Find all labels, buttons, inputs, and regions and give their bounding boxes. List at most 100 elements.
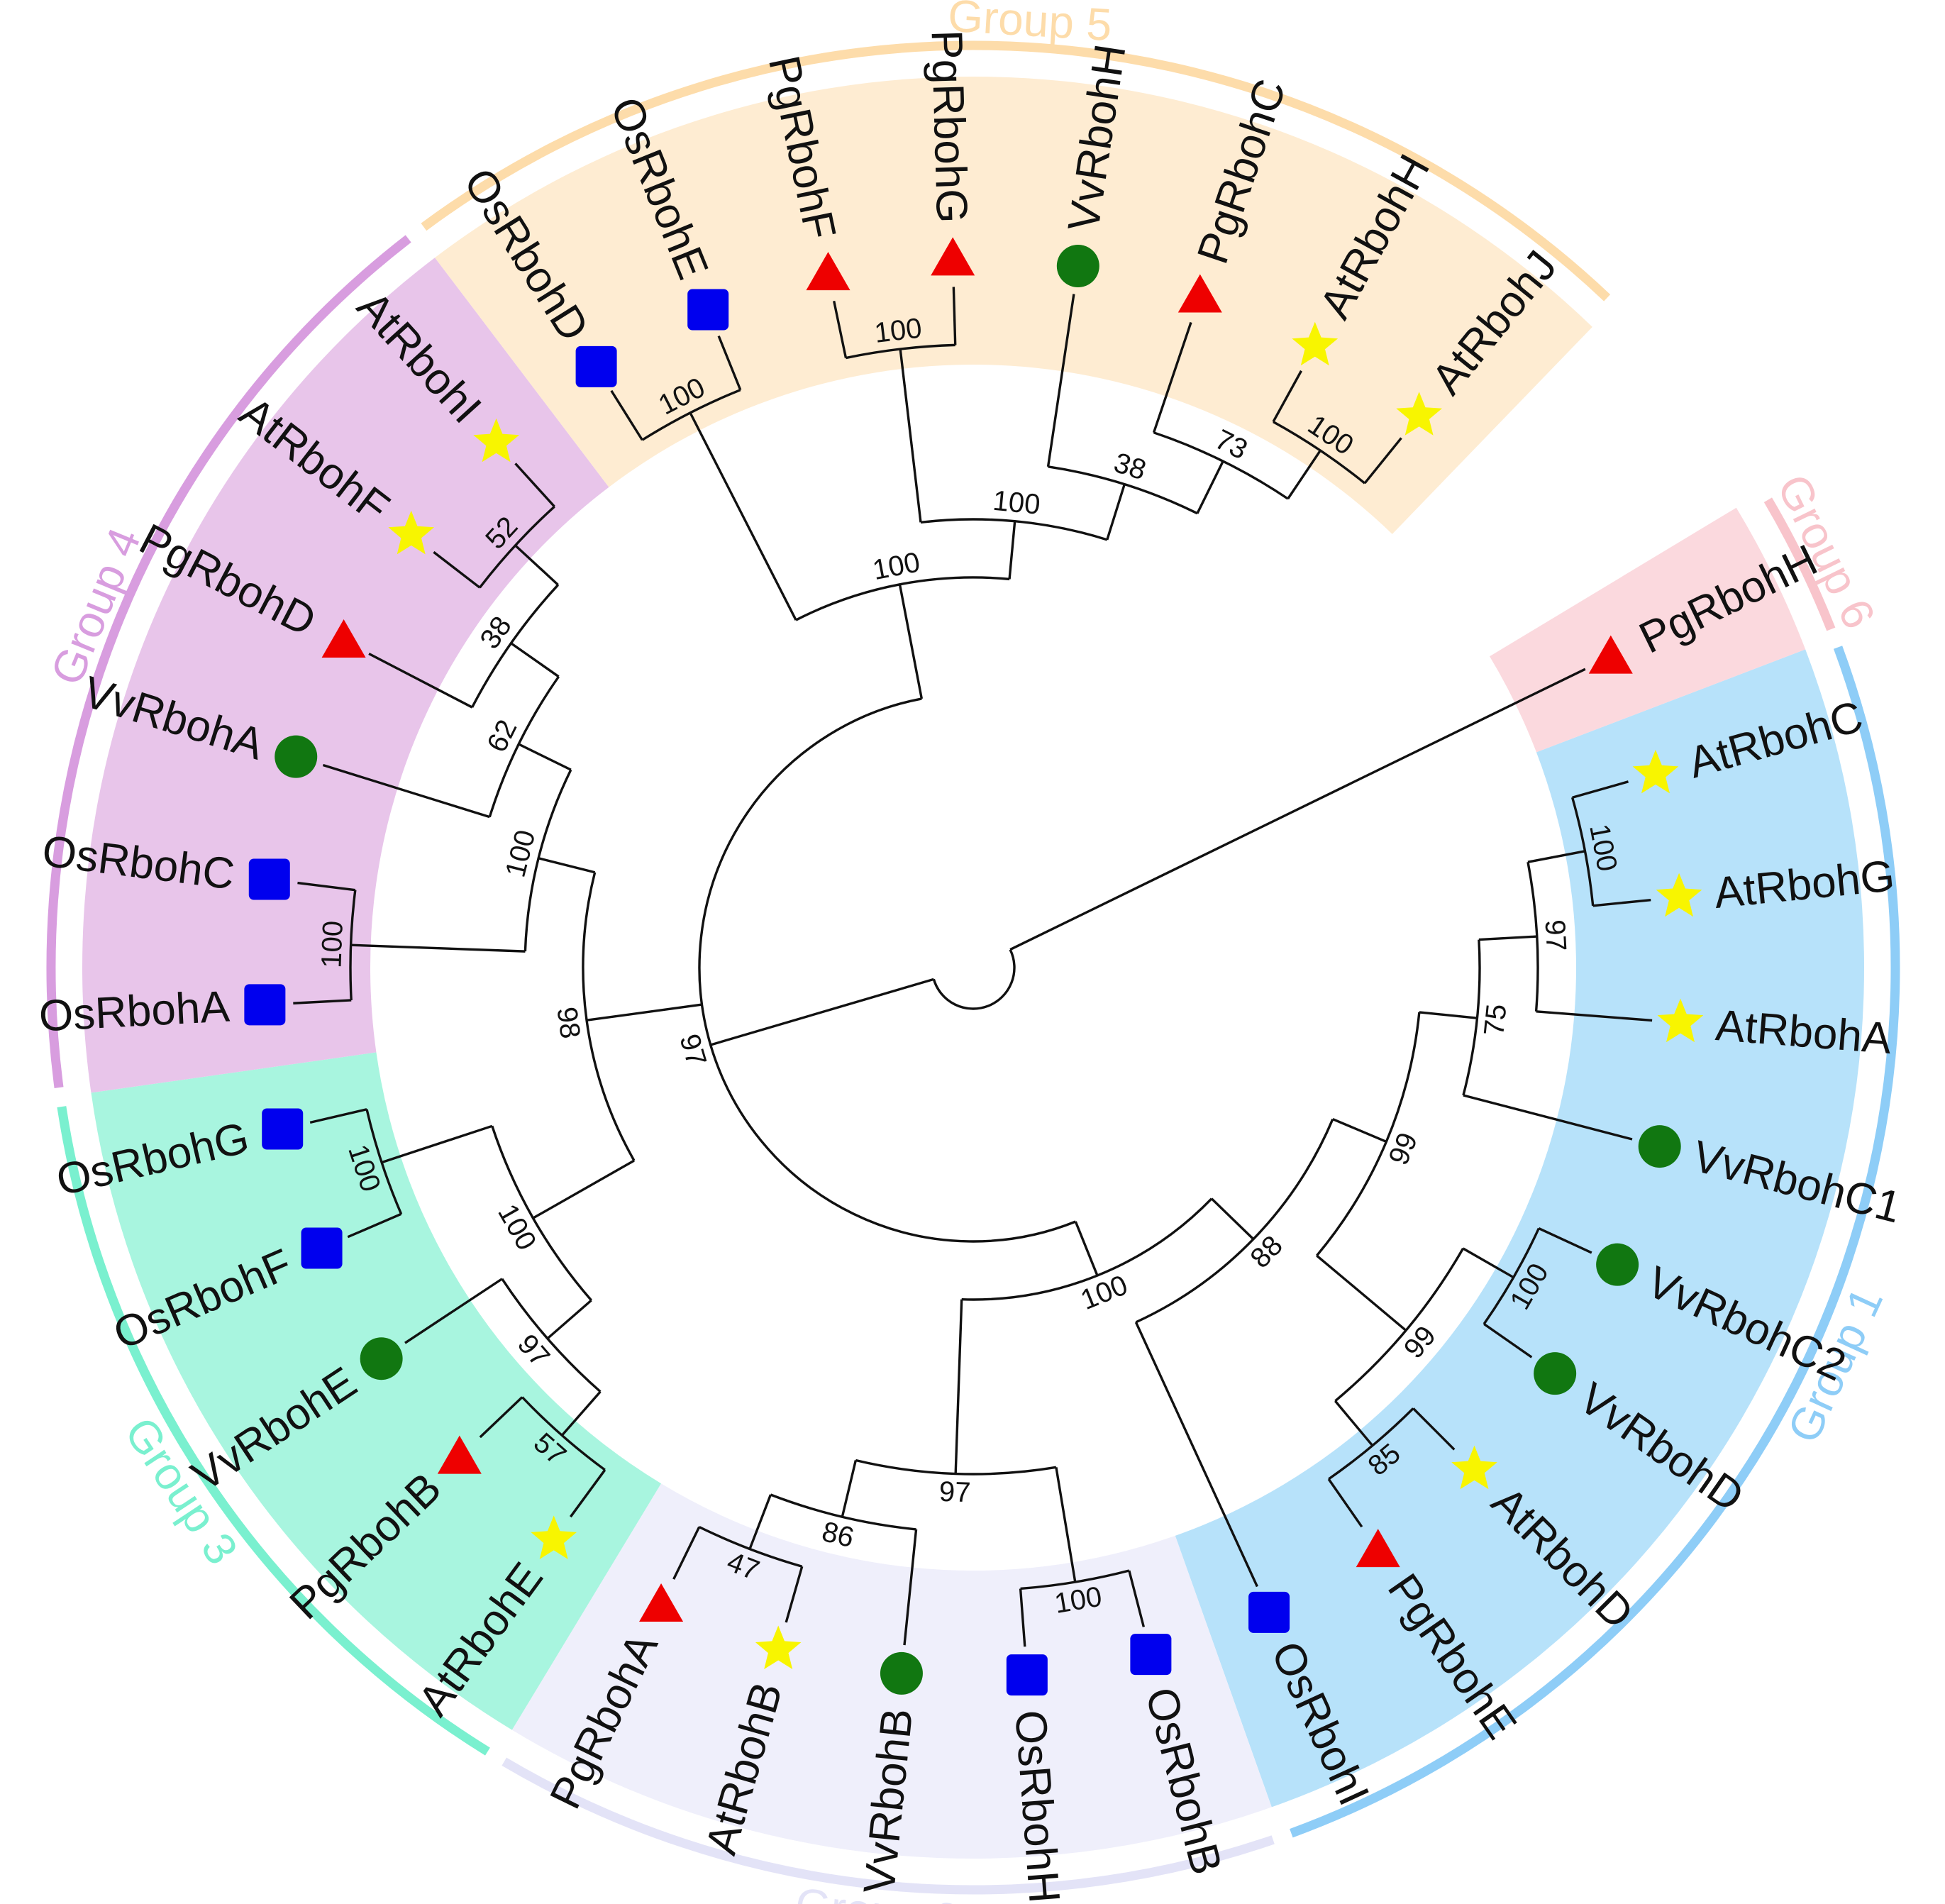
marker-triangle-pg: [931, 237, 975, 276]
branch-line: [532, 1159, 635, 1219]
branch-line: [560, 1390, 602, 1437]
branch-arc: [349, 890, 357, 1001]
marker-triangle-pg: [437, 1435, 482, 1474]
marker-circle-vv: [1596, 1243, 1639, 1286]
branch-line: [297, 881, 356, 892]
branch-arc: [1048, 465, 1198, 515]
bootstrap-value: 100: [870, 546, 923, 586]
branch-arc: [488, 675, 560, 818]
bootstrap-value: 73: [1210, 424, 1252, 465]
branch-arc: [501, 1278, 602, 1393]
marker-triangle-pg: [321, 619, 366, 658]
bootstrap-value: 38: [1110, 447, 1150, 486]
branch-line: [954, 1299, 963, 1474]
branch-line: [1074, 1221, 1099, 1276]
branch-arc: [1570, 797, 1595, 906]
branch-arc: [920, 518, 1108, 541]
marker-triangle-pg: [639, 1583, 684, 1622]
arc-group-2: [502, 1757, 1275, 1895]
branch-line: [322, 763, 490, 819]
branch-line: [1134, 1322, 1258, 1588]
branch-line: [1019, 1588, 1026, 1647]
branch-arc: [479, 505, 555, 589]
leaf-label-osrboha: OsRbohA: [38, 982, 231, 1041]
branch-arc: [1334, 1248, 1465, 1402]
branch-arc: [961, 1197, 1213, 1301]
branch-line: [1572, 780, 1629, 799]
branch-arc: [1328, 1407, 1414, 1480]
branch-arc: [365, 1109, 403, 1214]
tree-branches: [293, 287, 1653, 1647]
marker-star-at: [1451, 1445, 1497, 1490]
species-markers: [244, 237, 1704, 1696]
sector-group-4: [82, 258, 609, 1093]
branch-line: [1272, 370, 1302, 423]
branch-arc: [846, 343, 955, 360]
branch-arc: [491, 1125, 592, 1302]
branch-arc: [698, 1525, 803, 1568]
branch-line: [1008, 521, 1016, 580]
marker-square-os: [301, 1227, 343, 1269]
bootstrap-value: 100: [316, 920, 348, 968]
branch-line: [710, 978, 934, 1046]
branch-line: [1478, 935, 1537, 941]
branch-line: [1538, 1227, 1592, 1254]
marker-square-os: [248, 858, 290, 900]
marker-star-at: [1657, 998, 1704, 1043]
bootstrap-value: 98: [550, 1005, 586, 1041]
marker-square-os: [575, 345, 617, 387]
marker-square-os: [687, 289, 729, 331]
bootstrap-value: 62: [481, 715, 523, 757]
branch-line: [514, 463, 555, 508]
sector-group-5: [435, 77, 1592, 534]
branch-arc: [855, 1459, 1057, 1476]
branch-line: [785, 1566, 804, 1623]
branch-line: [1327, 1478, 1363, 1528]
sector-group-3: [91, 1052, 661, 1730]
branch-arc: [471, 584, 560, 708]
marker-triangle-pg: [1177, 274, 1222, 313]
branch-line: [672, 1526, 701, 1580]
branch-line: [309, 1108, 367, 1124]
branch-line: [347, 1212, 402, 1239]
branch-arc: [1135, 1118, 1334, 1324]
branch-line: [903, 1529, 918, 1646]
branch-line: [833, 300, 848, 358]
branch-arc: [1483, 1227, 1540, 1325]
marker-square-os: [1248, 1591, 1290, 1633]
branch-arc: [641, 389, 741, 441]
branch-line: [293, 999, 352, 1004]
bootstrap-value: 100: [492, 1199, 542, 1256]
branch-arc: [795, 576, 1010, 621]
marker-circle-vv: [360, 1337, 403, 1380]
leaf-label-pgrbohg: PgRbohG: [921, 29, 976, 223]
marker-star-at: [1396, 392, 1442, 436]
branch-arc: [770, 1493, 916, 1531]
marker-circle-vv: [880, 1651, 923, 1695]
branch-line: [1592, 898, 1651, 907]
branch-line: [586, 1003, 702, 1022]
branch-line: [952, 287, 957, 345]
branch-line: [510, 642, 560, 678]
bootstrap-value: 100: [872, 312, 923, 349]
branch-line: [1462, 1247, 1514, 1279]
marker-circle-vv: [1056, 244, 1099, 287]
branch-line: [898, 584, 924, 699]
marker-triangle-pg: [1356, 1529, 1400, 1568]
branch-line: [1483, 1322, 1533, 1358]
branch-line: [350, 943, 526, 953]
branch-line: [1210, 1197, 1255, 1240]
branch-line: [1287, 450, 1321, 500]
branch-arc: [698, 697, 1076, 1243]
branch-arc: [1526, 861, 1539, 1012]
branch-line: [368, 652, 473, 709]
marker-circle-vv: [1534, 1352, 1577, 1395]
bootstrap-value: 97: [938, 1476, 971, 1509]
branch-line: [518, 743, 572, 771]
branch-arc: [1153, 431, 1289, 500]
marker-square-os: [244, 984, 286, 1026]
marker-star-at: [388, 510, 434, 555]
bootstrap-value: 100: [992, 485, 1042, 521]
group-label: Group 5: [946, 0, 1113, 50]
